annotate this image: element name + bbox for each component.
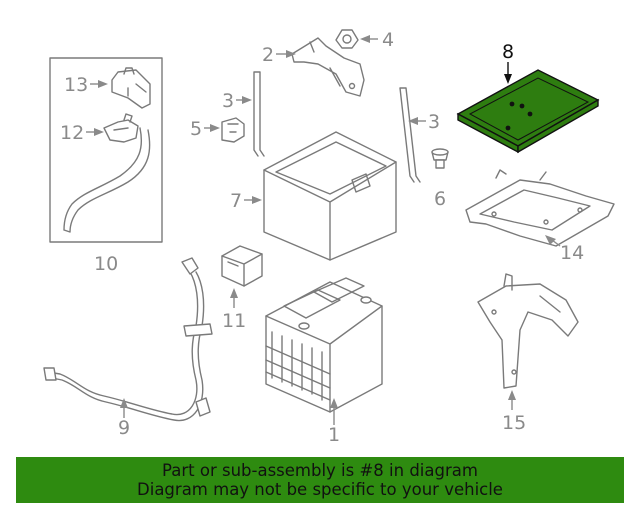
callout-2: 2	[262, 44, 296, 66]
callout-5: 5	[190, 118, 220, 140]
part-11-block[interactable]	[221, 245, 263, 287]
part-3-rod-right[interactable]	[399, 87, 421, 183]
callout-label-5: 5	[190, 118, 202, 140]
info-banner: Part or sub-assembly is #8 in diagram Di…	[16, 457, 624, 503]
callout-4: 4	[360, 29, 394, 51]
part-8-tray[interactable]	[456, 69, 600, 154]
part-3-rod-left[interactable]	[253, 71, 265, 157]
callout-label-3b: 3	[428, 111, 440, 133]
part-1-battery[interactable]	[265, 277, 383, 413]
part-9-cable[interactable]	[43, 257, 213, 422]
part-12-clip[interactable]	[103, 113, 139, 143]
part-7-battery-box[interactable]	[263, 131, 397, 261]
callout-label-15: 15	[502, 412, 526, 434]
callout-label-12: 12	[60, 122, 84, 144]
assembly-10-hose[interactable]	[63, 127, 151, 233]
callout-label-3a: 3	[222, 90, 234, 112]
callout-9: 9	[118, 398, 130, 439]
callout-label-6: 6	[434, 188, 446, 210]
callout-12: 12	[60, 122, 104, 144]
callout-3b: 3	[408, 111, 440, 133]
callout-8: 8	[502, 41, 514, 84]
part-14-plate[interactable]	[465, 169, 615, 247]
callout-7: 7	[230, 190, 262, 212]
part-13-bracket[interactable]	[111, 67, 151, 109]
banner-line-1: Part or sub-assembly is #8 in diagram	[162, 461, 478, 480]
callout-label-2: 2	[262, 44, 274, 66]
callout-3a: 3	[222, 90, 252, 112]
callout-label-13: 13	[64, 74, 88, 96]
callout-14: 14	[545, 235, 584, 264]
banner-line-2: Diagram may not be specific to your vehi…	[137, 480, 503, 499]
callout-11: 11	[222, 288, 246, 332]
callout-label-1: 1	[328, 424, 340, 446]
assembly-10-frame	[49, 57, 163, 243]
callout-label-10: 10	[94, 253, 118, 275]
callout-label-14: 14	[560, 242, 584, 264]
part-4-nut[interactable]	[335, 29, 359, 49]
callout-label-8: 8	[502, 41, 514, 63]
callout-1: 1	[328, 398, 340, 446]
callout-label-4: 4	[382, 29, 394, 51]
callout-label-7: 7	[230, 190, 242, 212]
callout-6: 6	[434, 188, 446, 210]
part-6-grommet[interactable]	[431, 148, 449, 169]
callout-10: 10	[94, 253, 118, 275]
callout-label-11: 11	[222, 310, 246, 332]
callout-15: 15	[502, 390, 526, 434]
part-15-bracket[interactable]	[477, 273, 579, 389]
part-5-clip[interactable]	[221, 117, 245, 143]
callout-label-9: 9	[118, 417, 130, 439]
callout-13: 13	[64, 74, 108, 96]
part-2-bracket[interactable]	[291, 37, 365, 97]
